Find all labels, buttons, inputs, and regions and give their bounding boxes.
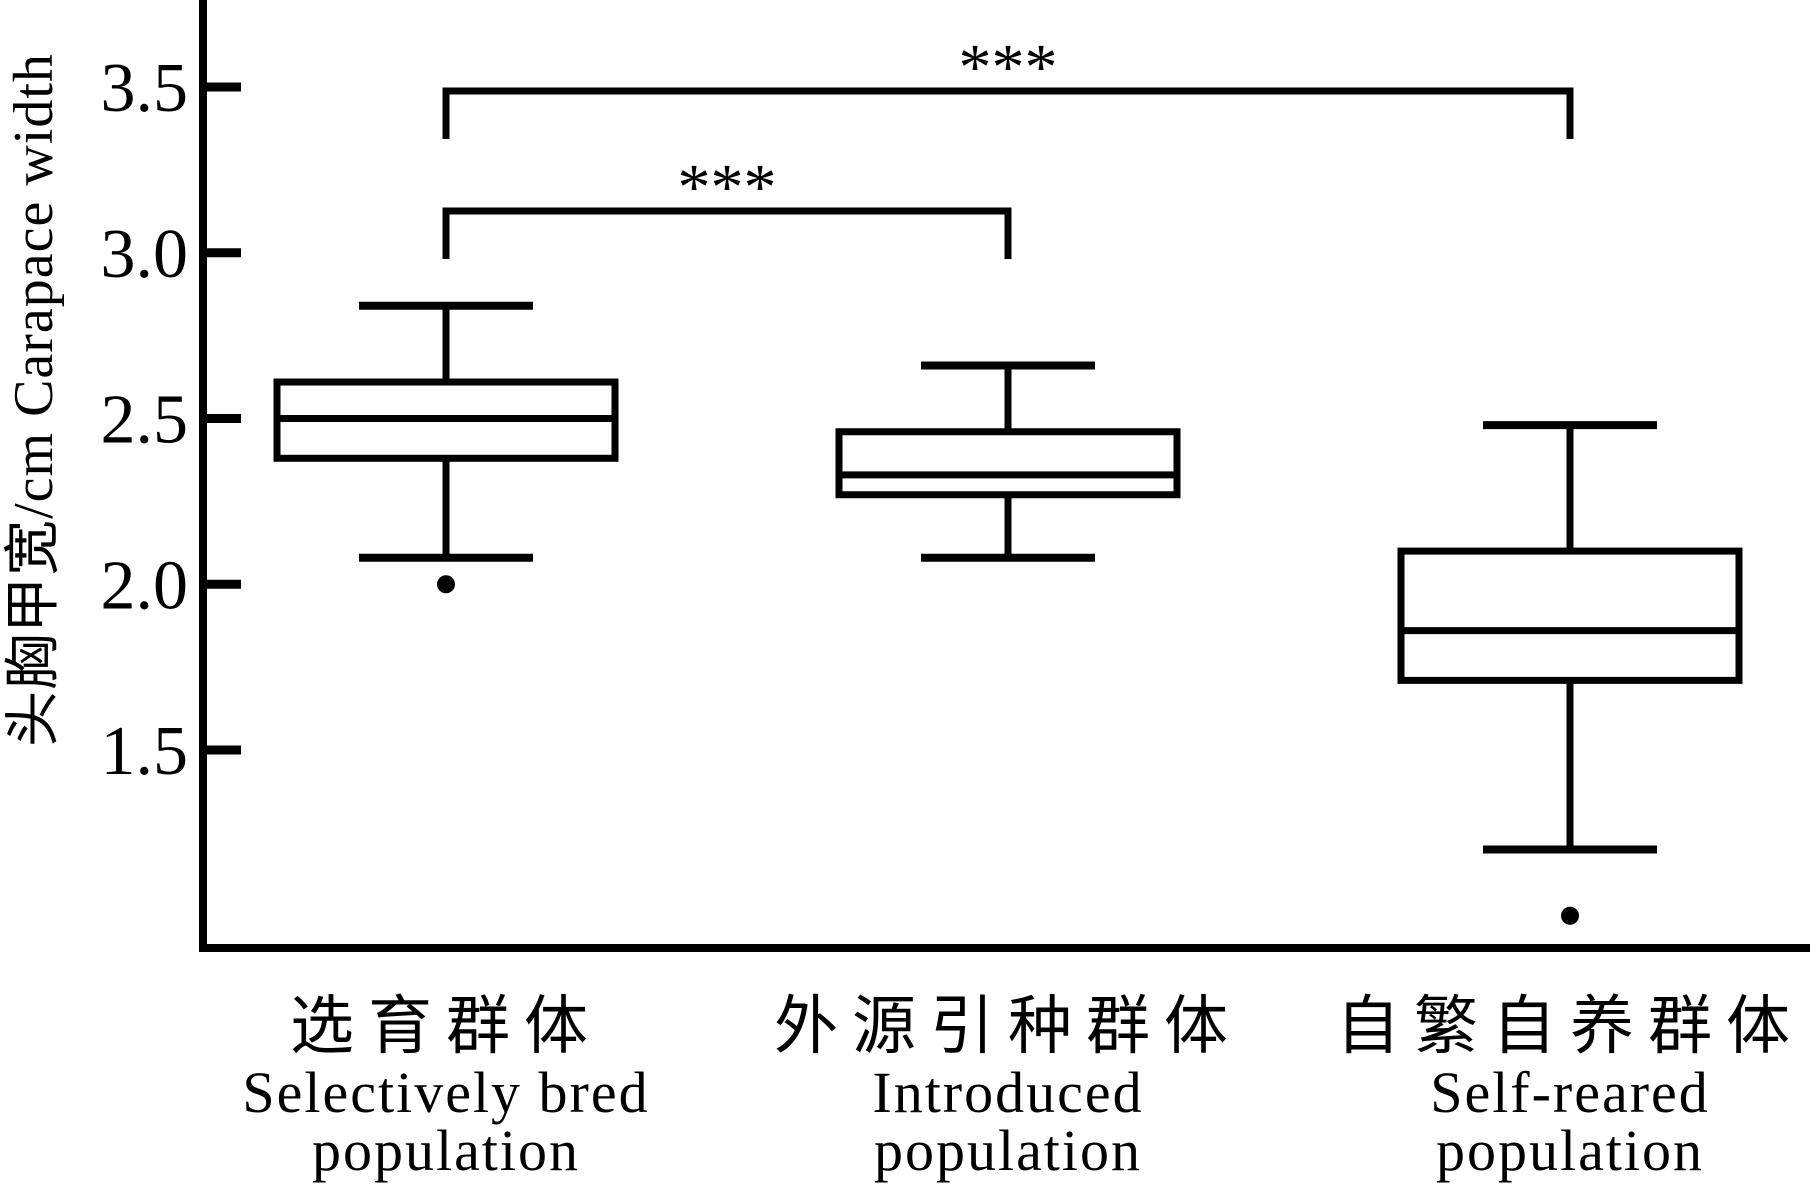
outlier-dot — [1561, 906, 1579, 925]
y-tick-label: 3.0 — [101, 216, 189, 293]
category-label-en2: population — [1436, 1118, 1704, 1183]
iqr-box — [835, 428, 1181, 499]
category-label-en: Self-reared — [1430, 1060, 1710, 1125]
y-tick — [203, 82, 241, 92]
iqr-box — [1397, 547, 1743, 684]
outlier-dot — [437, 575, 455, 594]
sig-label: *** — [959, 31, 1058, 104]
category-label-zh: 外源引种群体 — [774, 991, 1242, 1062]
sig-label: *** — [678, 151, 777, 224]
y-tick — [203, 248, 241, 258]
box-group — [835, 361, 1181, 562]
category-label-zh: 自繁自养群体 — [1336, 991, 1804, 1062]
y-tick-label: 1.5 — [101, 713, 189, 790]
category-label-en: Introduced — [872, 1060, 1143, 1125]
y-tick — [203, 579, 241, 589]
sig-bracket — [442, 207, 1012, 259]
box-group — [273, 301, 619, 594]
x-axis-line — [199, 944, 1810, 952]
y-tick-label: 2.5 — [101, 382, 189, 459]
box-group — [1397, 421, 1743, 925]
y-tick-label: 3.5 — [101, 50, 189, 127]
category-label-en2: population — [874, 1118, 1142, 1183]
category-label-en2: population — [312, 1118, 580, 1183]
y-axis-title: 头胸甲宽/cm Carapace width — [3, 53, 65, 747]
sig-bracket — [442, 87, 1574, 139]
category-label-zh: 选育群体 — [290, 991, 602, 1062]
y-tick-label: 2.0 — [101, 547, 189, 624]
category-label-en: Selectively bred — [242, 1060, 649, 1125]
y-tick — [203, 745, 241, 755]
y-axis-line — [199, 0, 207, 952]
y-tick — [203, 414, 241, 423]
